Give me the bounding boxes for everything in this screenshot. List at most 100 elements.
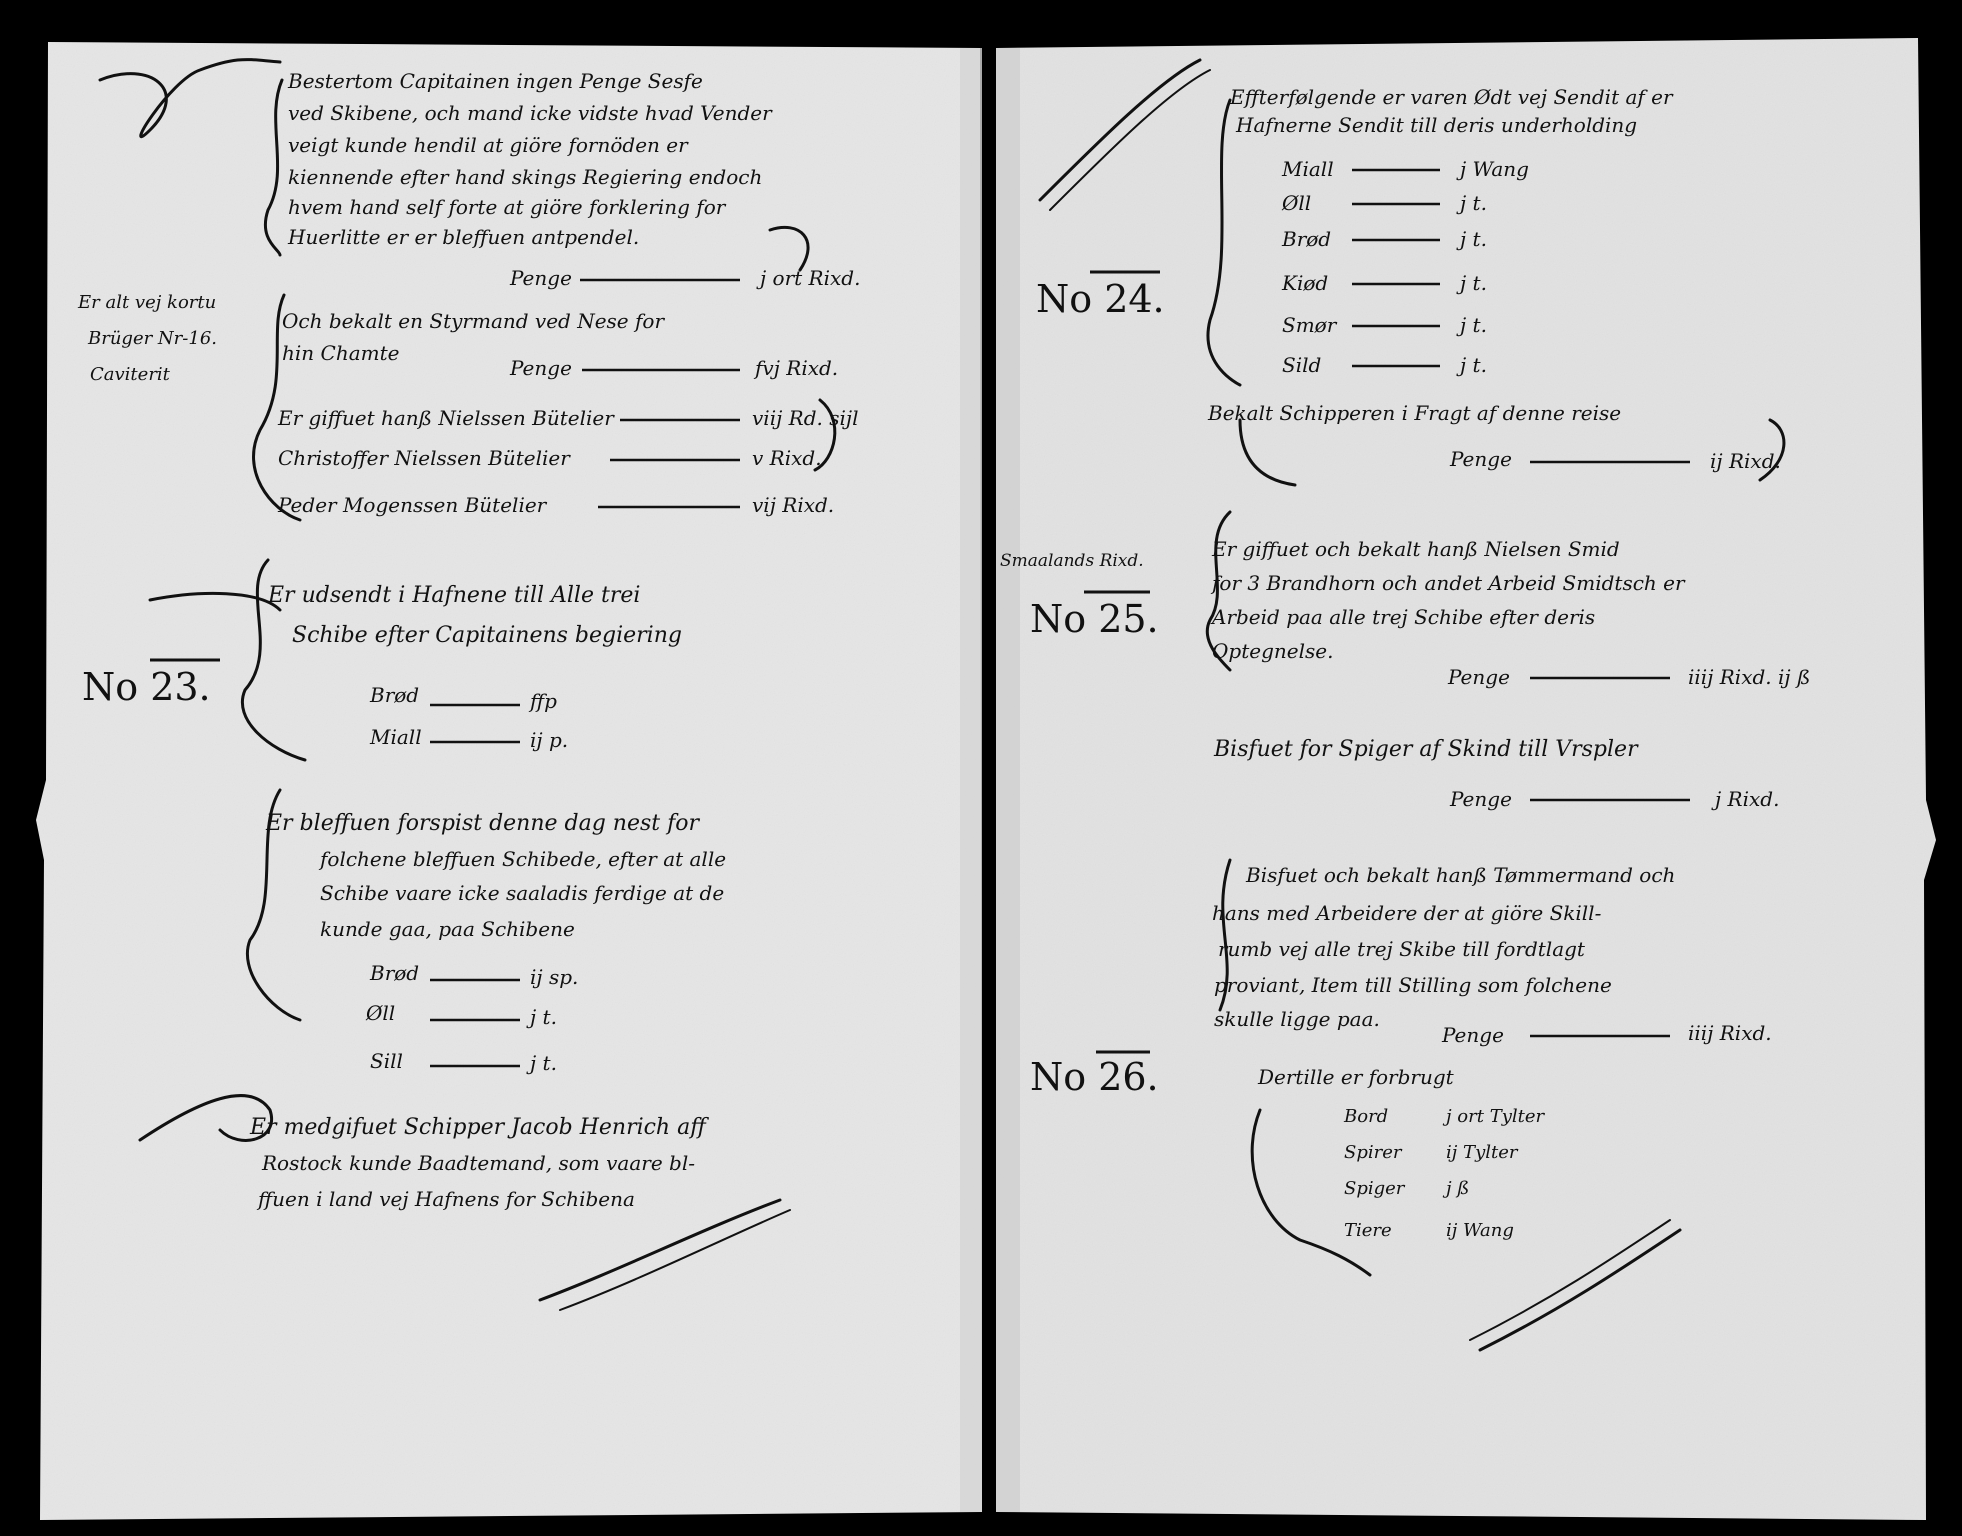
left-person-2-name: Peder Mogenssen Bütelier (277, 493, 548, 517)
left-p3-line-1: Schibe efter Capitainens begiering (292, 623, 682, 648)
right-p5-line-0: Bisfuet och bekalt hanß Tømmermand och (1245, 863, 1675, 887)
right-item26-1-value: ij Tylter (1446, 1142, 1519, 1163)
right-item24-1-label: Øll (1281, 191, 1311, 215)
brace-2 (252, 293, 302, 522)
right-item24-2-label: Brød (1281, 227, 1331, 251)
left-person-1-name: Christoffer Nielssen Bütelier (278, 446, 571, 470)
brace-1 (264, 78, 284, 257)
flourish-top-right (768, 225, 810, 272)
right-item26-1-label: Spirer (1344, 1142, 1403, 1163)
left-p5-line-1: Rostock kunde Baadtemand, som vaare bl- (261, 1151, 695, 1175)
left-person-0-value: viij Rd. sijl (752, 406, 858, 430)
right-p2-amount-label: Penge (1449, 447, 1512, 471)
right-p4-amount-value: j Rixd. (1711, 787, 1779, 811)
left-p5-line-0: Er medgifuet Schipper Jacob Henrich aff (249, 1115, 709, 1140)
right-p5-line-1: hans med Arbeidere der at giöre Skill- (1212, 901, 1602, 925)
left-item23-1-value: ij p. (530, 728, 568, 752)
decorative-flourish-top-left (98, 58, 282, 139)
left-p2-line-1: hin Chamte (282, 341, 399, 365)
left-item4-0-label: Brød (369, 961, 419, 985)
right-item24-5-label: Sild (1282, 353, 1321, 377)
right-item26-0-label: Bord (1343, 1106, 1388, 1127)
left-person-0-name: Er giffuet hanß Nielssen Bütelier (277, 406, 615, 430)
left-margin-note-2: Caviterit (90, 364, 171, 385)
right-p6: Dertille er forbrugt (1257, 1065, 1455, 1089)
flourish-persons (813, 398, 837, 472)
left-p4-line-2: Schibe vaare icke saaladis ferdige at de (320, 881, 724, 905)
left-p4-line-3: kunde gaa, paa Schibene (320, 917, 575, 941)
right-page-ink (1038, 58, 1786, 1352)
left-no-23: No 23. (82, 665, 211, 709)
left-p2-amount-label: Penge (509, 356, 572, 380)
flourish-r-sign (1478, 1228, 1682, 1352)
right-item24-4-value: j t. (1456, 313, 1487, 337)
left-p1-line-2: veigt kunde hendil at giöre fornöden er (288, 133, 689, 157)
brace-r4 (1218, 858, 1232, 1012)
left-p5-line-2: ffuen i land vej Hafnens for Schibena (256, 1187, 635, 1211)
right-p3-line-2: Arbeid paa alle trej Schibe efter deris (1210, 605, 1595, 629)
left-item4-1-value: j t. (526, 1005, 557, 1029)
right-p5-amount-value: iiij Rixd. (1688, 1021, 1772, 1045)
right-p2: Bekalt Schipperen i Fragt af denne reise (1207, 401, 1621, 425)
right-p1-line-1: Hafnerne Sendit till deris underholding (1235, 113, 1637, 137)
right-item24-0-label: Miall (1281, 157, 1334, 181)
right-margin-note: Smaalands Rixd. (1000, 551, 1144, 571)
left-item4-2-label: Sill (370, 1049, 403, 1073)
left-item23-0-label: Brød (369, 683, 419, 707)
left-p2-amount-value: fvj Rixd. (753, 356, 838, 380)
right-p3-line-1: for 3 Brandhorn och andet Arbeid Smidtsc… (1210, 571, 1686, 595)
right-p5-line-2: rumb vej alle trej Skibe till fordtlagt (1218, 937, 1586, 961)
left-page-text: Bestertom Capitainen ingen Penge Sesfe v… (77, 69, 860, 1211)
brace-r3 (1205, 510, 1232, 672)
left-p2-line-0: Och bekalt en Styrmand ved Nese for (282, 309, 665, 333)
right-page (996, 38, 1936, 1520)
left-page-ink (98, 58, 837, 1311)
right-p3-amount-value: iiij Rixd. ij ß (1688, 665, 1810, 689)
brace-r5 (1250, 1108, 1372, 1277)
left-person-2-value: vij Rixd. (752, 493, 834, 517)
left-person-1-value: v Rixd. (752, 446, 822, 470)
left-p1-line-4: hvem hand self forte at giöre forklering… (288, 195, 727, 219)
left-p1-line-3: kiennende efter hand skings Regiering en… (288, 165, 762, 189)
flourish-r-end (1758, 418, 1786, 482)
right-item24-1-value: j t. (1456, 191, 1487, 215)
right-item26-3-label: Tiere (1344, 1220, 1392, 1241)
right-item24-3-label: Kiød (1281, 271, 1328, 295)
right-no-24: No 24. (1036, 277, 1165, 321)
right-item26-3-value: ij Wang (1446, 1220, 1514, 1241)
left-item4-2-value: j t. (526, 1051, 557, 1075)
right-p4: Bisfuet for Spiger af Skind till Vrspler (1213, 737, 1639, 762)
left-p1-amount-label: Penge (509, 266, 572, 290)
left-margin-note-1: Brüger Nr-16. (87, 328, 217, 349)
right-p4-amount-label: Penge (1449, 787, 1512, 811)
left-p3-line-0: Er udsendt i Hafnene till Alle trei (267, 583, 640, 608)
left-p1-line-1: ved Skibene, och mand icke vidste hvad V… (288, 101, 773, 125)
right-p3-line-3: Optegnelse. (1212, 639, 1333, 663)
right-p3-amount-label: Penge (1447, 665, 1510, 689)
left-p1-line-5: Huerlitte er er bleffuen antpendel. (287, 225, 639, 249)
left-p1-amount-value: j ort Rixd. (756, 266, 860, 290)
right-item24-0-value: j Wang (1456, 157, 1529, 181)
flourish-right-top (1038, 58, 1202, 202)
right-p3-line-0: Er giffuet och bekalt hanß Nielsen Smid (1211, 537, 1620, 561)
right-no-26: No 26. (1030, 1055, 1159, 1099)
flourish-E-23 (148, 591, 282, 612)
left-margin-note-0: Er alt vej kortu (77, 292, 216, 313)
right-item24-3-value: j t. (1456, 271, 1487, 295)
flourish-bottom-signoff (538, 1198, 782, 1302)
right-item24-4-label: Smør (1282, 313, 1338, 337)
right-p2-amount-value: ij Rixd. (1710, 449, 1781, 473)
right-p1-line-0: Effterfølgende er varen Ødt vej Sendit a… (1229, 85, 1674, 109)
left-p4-line-1: folchene bleffuen Schibede, efter at all… (318, 847, 726, 871)
right-item26-2-value: j ß (1442, 1178, 1469, 1199)
brace-3 (241, 558, 307, 762)
left-page (36, 42, 982, 1520)
right-item24-5-value: j t. (1456, 353, 1487, 377)
brace-r1 (1206, 98, 1242, 387)
brace-r2 (1238, 418, 1297, 487)
right-item26-2-label: Spiger (1344, 1178, 1406, 1199)
left-p1-line-0: Bestertom Capitainen ingen Penge Sesfe (287, 69, 703, 93)
flourish-bottom-left (138, 1094, 274, 1142)
left-item23-0-value: ffp (528, 689, 557, 713)
